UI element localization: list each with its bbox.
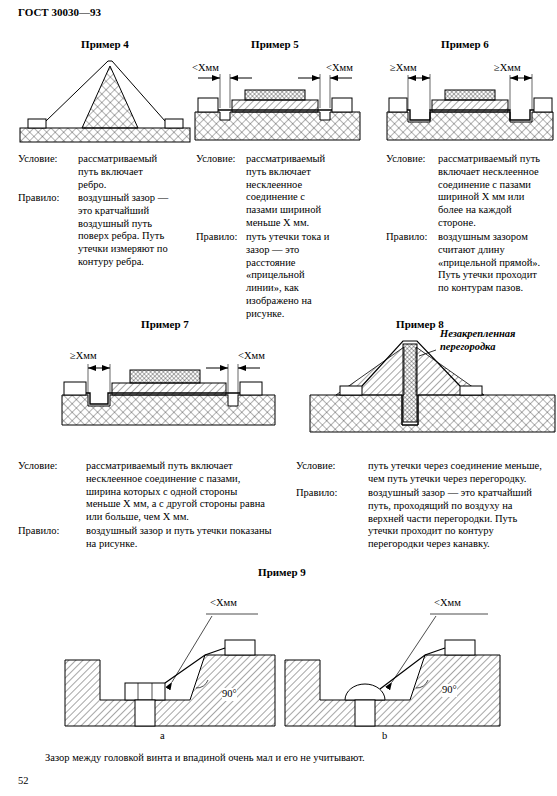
text-label: <Xмм xyxy=(434,597,461,610)
text-label: Правило: xyxy=(196,231,237,244)
wide-groove-figure xyxy=(387,74,553,140)
text-label: Правило: xyxy=(18,525,59,538)
example-heading: Пример 6 xyxy=(441,38,489,51)
example-heading: Пример 5 xyxy=(251,38,299,51)
text-label: <Xмм xyxy=(238,350,265,363)
text-label: воздушный зазор и путь утечки показаны н… xyxy=(86,525,274,551)
text-label: рассматриваемый путь включает ребро. xyxy=(78,153,173,191)
mixed-groove-figure xyxy=(62,364,275,425)
text-label: Условие: xyxy=(18,153,57,166)
text-label: рассматриваемый путь включает несклеенно… xyxy=(438,153,548,230)
text-label: воздушным зазором считают длину «прицель… xyxy=(438,231,548,295)
rib-figure xyxy=(20,61,190,142)
text-label: ≥Xмм xyxy=(494,62,521,75)
text-label: 90° xyxy=(222,688,237,701)
text-label: <Xмм xyxy=(326,62,353,75)
text-label: <Xмм xyxy=(192,62,219,75)
narrow-groove-figure xyxy=(195,74,360,140)
example-heading: Пример 7 xyxy=(141,318,189,331)
text-label: Правило: xyxy=(18,192,59,205)
page-header: ГОСТ 30030—93 xyxy=(18,6,101,19)
text-label: воздушный зазор — это кратчайший путь, п… xyxy=(368,487,548,551)
text-label: a xyxy=(160,730,165,743)
text-label: 90° xyxy=(442,684,457,697)
text-label: Условие: xyxy=(196,153,235,166)
text-label: b xyxy=(382,730,387,743)
screw-dome-figure xyxy=(285,614,500,726)
example-heading: Пример 9 xyxy=(258,566,306,579)
text-label: Условие: xyxy=(18,460,57,473)
text-label: ≥Xмм xyxy=(390,62,417,75)
example-heading: Пример 4 xyxy=(81,38,129,51)
text-label: Правило: xyxy=(296,487,337,500)
text-label: путь утечки через соединение меньше, чем… xyxy=(368,460,548,486)
text-label: Условие: xyxy=(386,153,425,166)
text-label: Условие: xyxy=(296,460,335,473)
screw-hex-figure xyxy=(65,614,275,726)
text-label: ≥Xмм xyxy=(70,350,97,363)
text-label: путь утечки тока и зазор — это расстояни… xyxy=(246,231,338,321)
text-label: Зазор между головкой винта и впадиной оч… xyxy=(45,752,365,765)
callout-label: Незакрепленная перегородка xyxy=(440,328,550,354)
text-label: рассматриваемый путь включает несклеенно… xyxy=(86,460,274,524)
text-label: воздушный зазор — это кратчайший воздушн… xyxy=(78,192,173,269)
example-heading: Пример 8 xyxy=(396,318,444,331)
text-label: Правило: xyxy=(386,231,427,244)
text-label: <Xмм xyxy=(210,597,237,610)
partition-figure xyxy=(310,341,555,432)
text-label: рассматриваемый путь включает несклеенно… xyxy=(246,153,338,230)
text-label: 52 xyxy=(18,775,29,788)
